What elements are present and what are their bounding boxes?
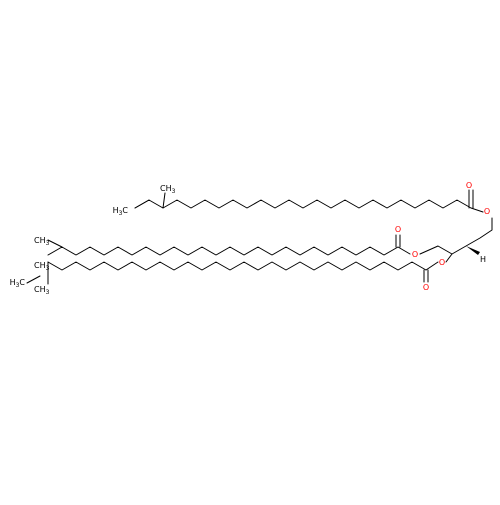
- chain-1-branch-bond: [162, 192, 166, 209]
- methyl-label: CH3: [34, 236, 50, 247]
- chain-2-ester-bond: [397, 246, 411, 255]
- svg-text:H3C: H3C: [113, 206, 129, 217]
- chain-3-ethyl-bond: [26, 275, 41, 284]
- oxygen-label: O: [466, 181, 472, 190]
- chain-1-ester-bond: [470, 207, 484, 213]
- oxygen-label: O: [395, 225, 401, 234]
- oxygen-label: O: [439, 258, 445, 267]
- stereo-wedge: [466, 246, 480, 255]
- methyl-label: CH3: [160, 184, 176, 195]
- svg-text:CH3: CH3: [34, 261, 50, 272]
- methyl-label: H3C: [113, 206, 129, 217]
- methyl-label: CH3: [34, 285, 50, 296]
- chain-2-backbone: [47, 246, 399, 256]
- chain-2-branch-bond: [47, 239, 63, 248]
- glycerol-o-link: [445, 253, 453, 263]
- oxygen-label: O: [423, 283, 429, 292]
- chain-1-ethyl-bond: [134, 199, 150, 209]
- glycerol-backbone: [419, 217, 493, 255]
- svg-text:CH3: CH3: [34, 285, 50, 296]
- chain-1-backbone: [134, 199, 472, 209]
- methyl-label: H3C: [10, 278, 26, 289]
- oxygen-label: O: [412, 250, 418, 259]
- hydrogen-label: H: [480, 255, 486, 264]
- methyl-label: CH3: [34, 261, 50, 272]
- svg-text:CH3: CH3: [34, 236, 50, 247]
- svg-text:CH3: CH3: [160, 184, 176, 195]
- chain-3-ester-bond: [425, 261, 439, 271]
- chain-3-backbone: [47, 261, 427, 271]
- oxygen-label: O: [484, 207, 490, 216]
- svg-text:H3C: H3C: [10, 278, 26, 289]
